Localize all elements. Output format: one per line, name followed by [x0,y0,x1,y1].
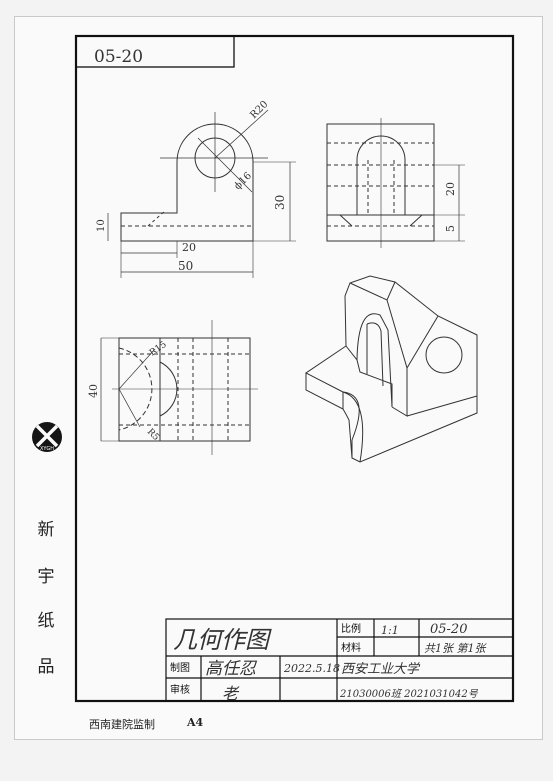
dim-side-5: 5 [444,225,457,232]
drawn-name: 高任忍 [205,659,258,679]
class-info: 21030006班 2021031042号 [339,688,479,700]
footer-paper-size: A4 [187,716,204,729]
drawn-date: 2022.5.18 [283,662,340,675]
number-box-text: 05-20 [94,47,143,67]
dim-phi16: ϕ16 [232,171,254,193]
logo-text: XYGH [40,446,54,452]
brand-char-4: 品 [37,657,55,677]
material-label: 材料 [341,641,361,654]
scale-label: 比例 [341,622,361,635]
title-block-grid [165,618,514,702]
dim-10: 10 [96,219,107,232]
brand-char-3: 纸 [37,611,55,631]
brand-logo: XYGH [32,422,62,452]
dim-r20: R20 [248,99,270,121]
dim-30: 30 [273,195,287,210]
footer-publisher: 西南建院监制 [89,718,155,731]
side-view [326,118,465,248]
checked-name: 老 [222,684,240,703]
sheet-info: 共1张 第1张 [424,642,487,655]
dim-50: 50 [178,259,193,273]
isometric-view [305,275,478,463]
dim-top-40: 40 [87,384,100,398]
brand-char-1: 新 [37,520,55,540]
top-view [100,320,258,455]
scale-value: 1:1 [381,624,399,637]
dim-side-20: 20 [444,182,457,196]
school-name: 西安工业大学 [341,661,421,677]
drawn-label: 制图 [170,661,190,674]
brand-char-2: 宇 [37,567,55,587]
checked-label: 审核 [170,683,190,696]
drawing-frame [74,34,515,703]
number-box [75,35,235,68]
front-view [107,109,296,278]
title-text: 几何作图 [173,626,272,654]
dim-top-r15: R15 [148,340,169,359]
dim-20-horizontal: 20 [182,241,196,254]
drawing-number: 05-20 [430,622,467,637]
